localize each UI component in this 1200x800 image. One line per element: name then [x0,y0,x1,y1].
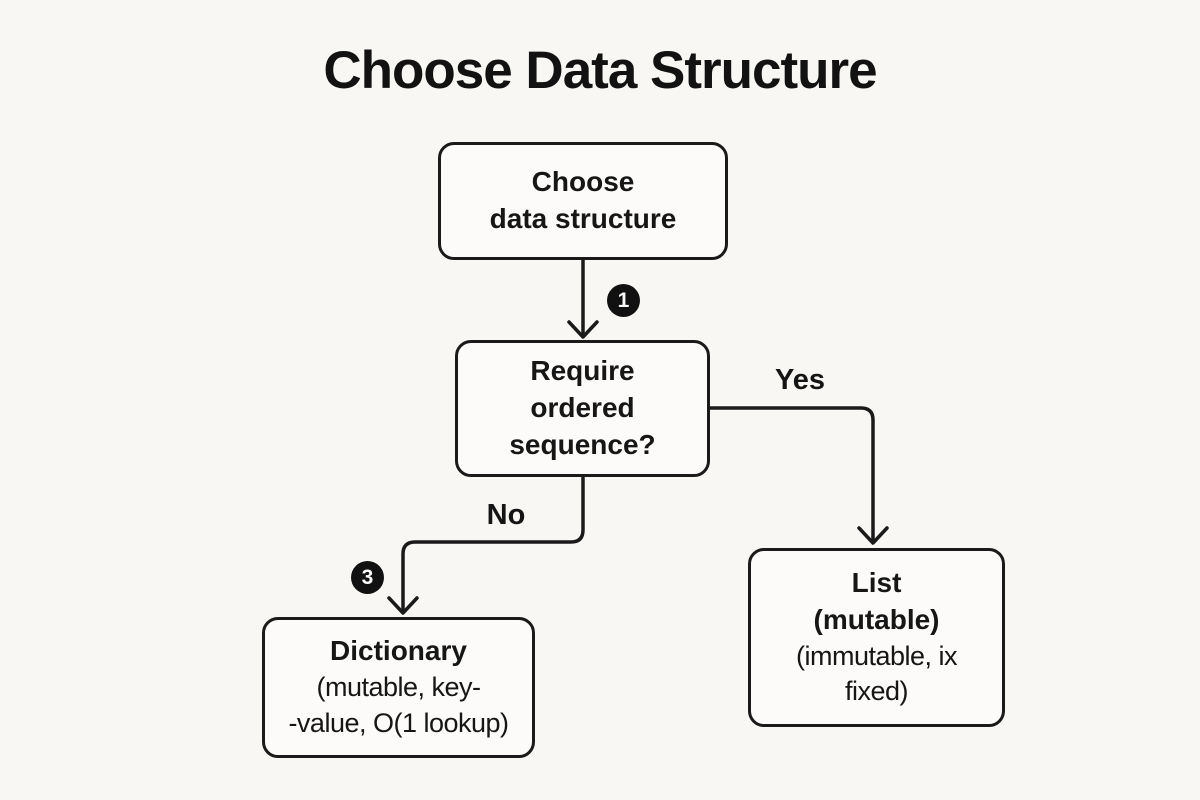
no-edge-label: No [486,499,526,531]
arrowhead-down-icon [857,526,889,545]
start-node-line1: Choose [531,166,635,198]
page-title: Choose Data Structure [323,41,877,100]
edge-no-to-dictionary [401,475,585,612]
list-node: List (mutable) (immutable, ix fixed) [748,548,1005,727]
decision-node-line3: sequence? [509,428,656,460]
list-node-title: List [851,566,902,598]
decision-node: Require ordered sequence? [455,340,710,477]
dictionary-node-detail2: -value, O(1 lookup) [288,707,509,738]
arrowhead-down-icon [567,320,599,339]
yes-edge-label: Yes [775,364,825,396]
edge-yes-to-list [708,406,875,542]
dictionary-node-detail1: (mutable, key- [316,672,481,703]
dictionary-node-title: Dictionary [330,635,467,667]
arrowhead-down-icon [387,596,419,615]
decision-node-line1: Require [530,355,635,387]
step-3-badge: 3 [351,561,384,594]
decision-node-line2: ordered [530,392,635,424]
step-1-badge: 1 [607,284,640,317]
list-node-subtitle: (mutable) [813,603,940,635]
list-node-detail1: (immutable, ix [795,640,958,671]
start-node-line2: data structure [489,203,677,234]
dictionary-node: Dictionary (mutable, key- -value, O(1 lo… [262,617,535,758]
list-node-detail2: fixed) [844,676,909,707]
start-node: Choose data structure [438,142,728,260]
